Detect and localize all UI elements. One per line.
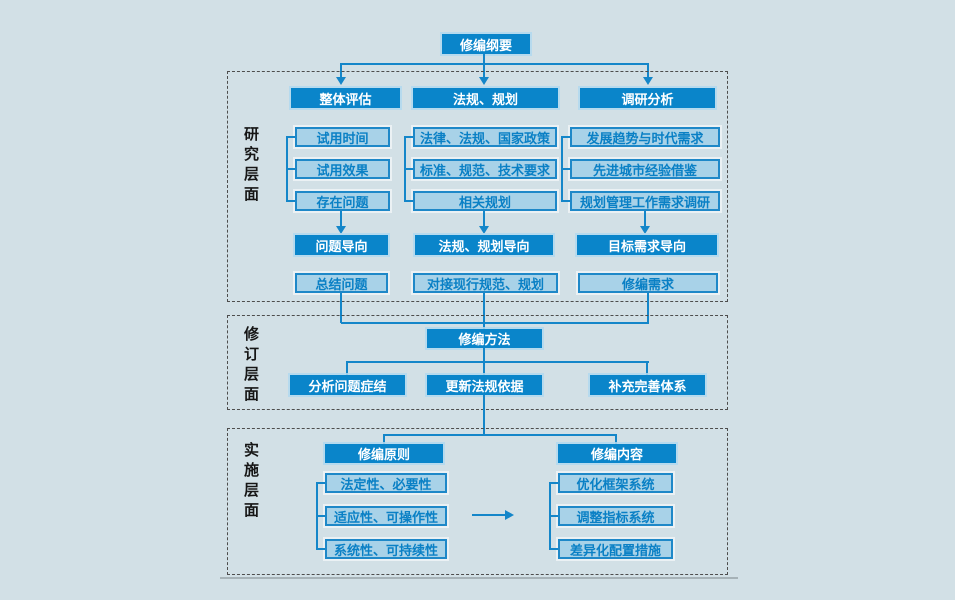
section-revision (227, 315, 728, 410)
bracket-line (286, 136, 295, 138)
node-laws-policies: 法律、法规、国家政策 (413, 127, 557, 147)
connector-vertical (646, 361, 648, 375)
bracket-line (316, 515, 325, 517)
node-existing-problems: 存在问题 (295, 191, 390, 211)
connector-vertical (340, 293, 342, 323)
connector-vertical (483, 54, 485, 63)
connector-vertical (483, 293, 485, 329)
node-regulation-oriented: 法规、规划导向 (415, 235, 553, 255)
node-update-legal-basis: 更新法规依据 (427, 375, 542, 395)
bracket-line (404, 200, 413, 202)
bracket-line (404, 136, 413, 138)
node-differentiated-measures: 差异化配置措施 (558, 539, 673, 559)
arrow-down-icon (479, 77, 489, 85)
node-revision-outline: 修编纲要 (442, 34, 530, 54)
node-trial-effect: 试用效果 (295, 159, 390, 179)
node-legality-necessity: 法定性、必要性 (325, 473, 447, 493)
bracket-line (549, 482, 558, 484)
node-research-analysis: 调研分析 (580, 88, 715, 108)
bracket-line (549, 515, 558, 517)
connector-vertical (483, 211, 485, 227)
node-revision-content: 修编内容 (558, 444, 676, 463)
node-city-experience: 先进城市经验借鉴 (570, 159, 720, 179)
connector-vertical (483, 348, 485, 362)
arrow-down-icon (336, 226, 346, 234)
connector-vertical (483, 361, 485, 375)
connector-vertical (383, 434, 385, 444)
node-summarize-problems: 总结问题 (295, 273, 388, 293)
connector-vertical (647, 63, 649, 78)
node-overall-evaluation: 整体评估 (291, 88, 400, 108)
connector-horizontal (472, 514, 506, 516)
bracket-line (561, 200, 570, 202)
node-adaptability-operability: 适应性、可操作性 (325, 506, 447, 526)
section-label-research: 研究层面 (242, 126, 259, 206)
node-adjust-indicators: 调整指标系统 (558, 506, 673, 526)
connector-vertical (346, 361, 348, 375)
node-align-current-standards: 对接现行规范、规划 (413, 273, 558, 293)
bracket-line (561, 168, 570, 170)
node-optimize-framework: 优化框架系统 (558, 473, 673, 493)
bracket-line (316, 482, 325, 484)
node-development-trends: 发展趋势与时代需求 (570, 127, 720, 147)
connector-vertical (340, 211, 342, 227)
connector-horizontal (383, 434, 617, 436)
connector-horizontal (341, 322, 649, 324)
bottom-divider (220, 577, 738, 579)
connector-vertical (340, 63, 342, 78)
section-research (227, 71, 728, 302)
node-problem-oriented: 问题导向 (295, 235, 388, 255)
connector-vertical (483, 395, 485, 434)
arrow-down-icon (479, 226, 489, 234)
connector-horizontal (346, 361, 649, 363)
bracket-line (316, 548, 325, 550)
arrow-down-icon (336, 77, 346, 85)
node-goal-oriented: 目标需求导向 (577, 235, 717, 255)
bracket-line (404, 168, 413, 170)
connector-vertical (483, 63, 485, 78)
bracket-line (549, 548, 558, 550)
node-standards-requirements: 标准、规范、技术要求 (413, 159, 557, 179)
connector-horizontal (341, 63, 649, 65)
connector-vertical (644, 211, 646, 227)
connector-vertical (615, 434, 617, 444)
node-trial-period: 试用时间 (295, 127, 390, 147)
bracket-line (561, 136, 570, 138)
node-systematic-sustainable: 系统性、可持续性 (325, 539, 447, 559)
node-regulations-planning: 法规、规划 (413, 88, 558, 108)
node-related-planning: 相关规划 (413, 191, 557, 211)
section-implementation (227, 428, 728, 575)
section-label-revision: 修订层面 (242, 326, 259, 406)
arrow-down-icon (640, 226, 650, 234)
bracket-line (286, 168, 295, 170)
node-revision-method: 修编方法 (427, 329, 542, 348)
connector-vertical (647, 293, 649, 323)
node-analyze-problems: 分析问题症结 (290, 375, 405, 395)
node-revision-needs: 修编需求 (578, 273, 718, 293)
bracket-line (286, 200, 295, 202)
section-label-implementation: 实施层面 (242, 442, 259, 522)
arrow-down-icon (643, 77, 653, 85)
node-revision-principles: 修编原则 (325, 444, 443, 463)
node-management-needs: 规划管理工作需求调研 (570, 191, 720, 211)
arrow-right-icon (505, 510, 514, 520)
node-improve-system: 补充完善体系 (590, 375, 705, 395)
